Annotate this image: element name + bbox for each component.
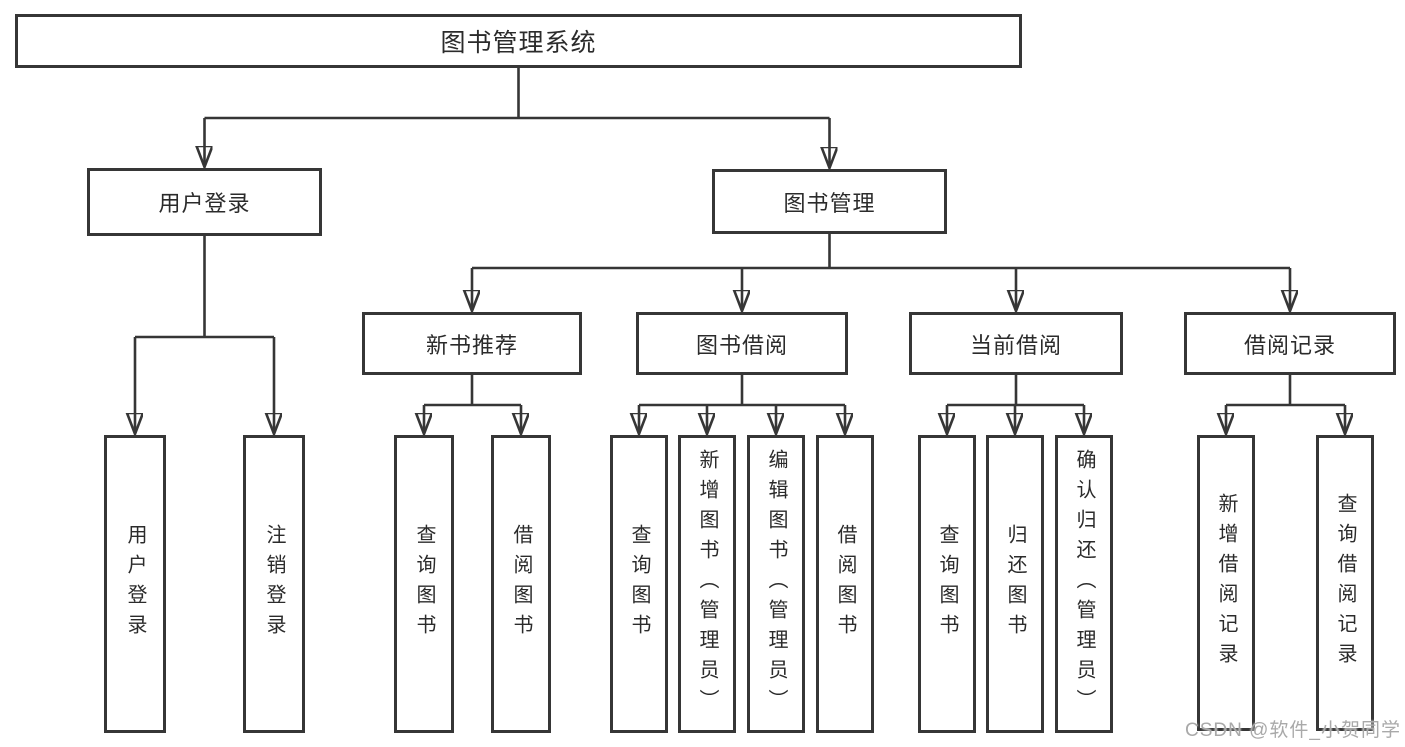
leaf-logout-login: 注销登录 [243, 435, 305, 733]
leaf-confirm-return-admin: 确认归还（管理员） [1055, 435, 1113, 733]
connector-book-management-children [472, 234, 1290, 310]
node-borrow-records: 借阅记录 [1184, 312, 1396, 375]
node-new-book-recommend: 新书推荐 [362, 312, 582, 375]
leaf-return-books: 归还图书 [986, 435, 1044, 733]
leaf-borrow-books-2: 借阅图书 [816, 435, 874, 733]
leaf-user-login: 用户登录 [104, 435, 166, 733]
leaf-query-books-1: 查询图书 [394, 435, 454, 733]
leaf-add-book-admin: 新增图书（管理员） [678, 435, 736, 733]
leaf-edit-book-admin: 编辑图书（管理员） [747, 435, 805, 733]
node-book-borrowing: 图书借阅 [636, 312, 848, 375]
leaf-borrow-books-1: 借阅图书 [491, 435, 551, 733]
leaf-query-borrow-record: 查询借阅记录 [1316, 435, 1374, 731]
connector-book-borrowing-children [639, 375, 845, 433]
node-library-management-system: 图书管理系统 [15, 14, 1022, 68]
leaf-query-books-2: 查询图书 [610, 435, 668, 733]
connector-current-borrowing-children [947, 375, 1084, 433]
connector-new-book-recommend-children [424, 375, 521, 433]
node-current-borrowing: 当前借阅 [909, 312, 1123, 375]
watermark: CSDN @软件_小贺同学 [1185, 720, 1401, 741]
connector-borrow-records-children [1226, 375, 1345, 433]
leaf-query-books-3: 查询图书 [918, 435, 976, 733]
connector-root-to-level1 [205, 68, 830, 167]
connector-user-login-children [135, 236, 274, 433]
node-user-login: 用户登录 [87, 168, 322, 236]
leaf-add-borrow-record: 新增借阅记录 [1197, 435, 1255, 731]
node-book-management: 图书管理 [712, 169, 947, 234]
